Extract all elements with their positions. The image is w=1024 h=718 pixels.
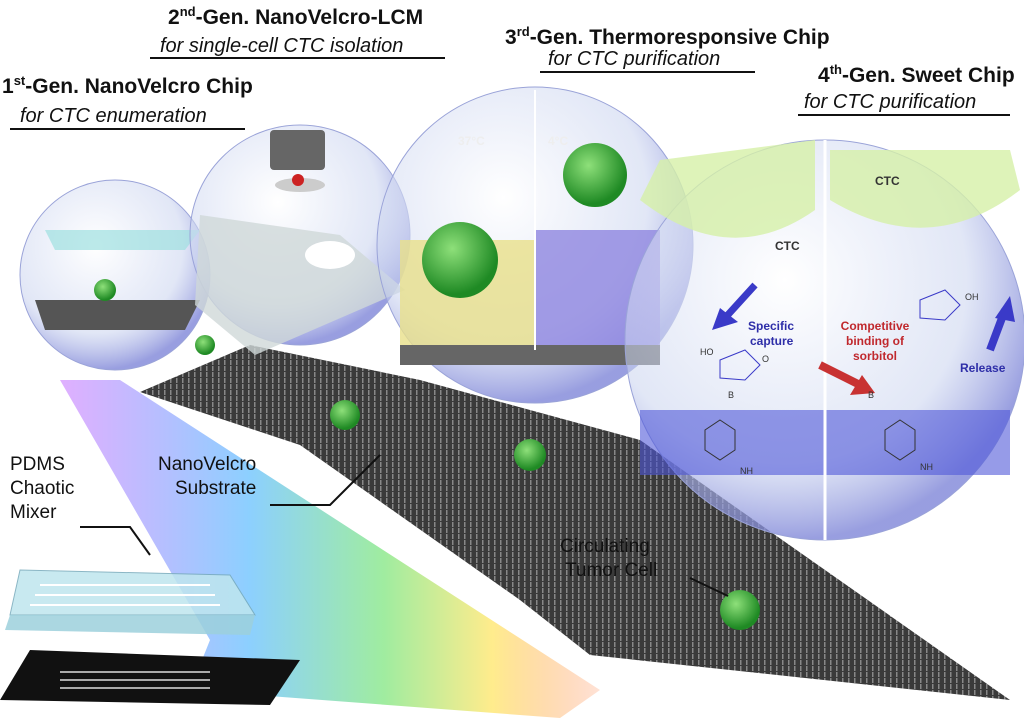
capture-arrow-icon <box>722 282 758 321</box>
svg-text:B: B <box>728 390 734 400</box>
competitive-arrow-icon <box>818 361 862 389</box>
gen2-heading: 2nd-Gen. NanoVelcro-LCM for single-cell … <box>150 4 445 59</box>
sugar-molecule-icon <box>704 289 961 461</box>
svg-text:4th-Gen. Sweet Chip: 4th-Gen. Sweet Chip <box>818 62 1015 87</box>
ctc-label-right: CTC <box>875 174 900 188</box>
release-label: Release <box>960 361 1006 375</box>
chip-serpentine-icon <box>60 671 210 689</box>
mixer-channels-icon <box>30 584 220 606</box>
svg-text:for CTC purification: for CTC purification <box>804 91 976 113</box>
tumor-cell <box>514 439 546 471</box>
svg-text:OH: OH <box>965 292 979 302</box>
rainbow-light <box>60 380 600 718</box>
svg-text:for single-cell CTC isolation: for single-cell CTC isolation <box>160 35 403 57</box>
release-arrowhead <box>995 296 1015 322</box>
chemical-structure-labels: HO O B NH OH B NH <box>700 292 979 476</box>
gen1-heading: 1st-Gen. NanoVelcro Chip for CTC enumera… <box>2 73 253 130</box>
svg-text:1st-Gen. NanoVelcro Chip: 1st-Gen. NanoVelcro Chip <box>2 73 253 98</box>
svg-text:HO: HO <box>700 347 714 357</box>
tumor-leader-line <box>689 577 729 597</box>
svg-text:3rd-Gen. Thermoresponsive Chip: 3rd-Gen. Thermoresponsive Chip <box>505 24 830 49</box>
temp-4c-label: 4°C <box>548 134 568 148</box>
mixer-leader-line <box>80 526 151 556</box>
svg-text:NH: NH <box>740 466 753 476</box>
gen3-heading: 3rd-Gen. Thermoresponsive Chip for CTC p… <box>505 24 830 73</box>
substrate-leader-line <box>270 454 381 506</box>
svg-text:NH: NH <box>920 462 933 472</box>
nanovelcro-substrate <box>140 345 1010 700</box>
tumor-cell <box>195 335 215 355</box>
gen4-heading: 4th-Gen. Sweet Chip for CTC purification <box>798 62 1015 116</box>
circulating-tumor-cell <box>720 590 760 630</box>
tumor-cell <box>330 400 360 430</box>
gen2-bubble <box>189 124 411 355</box>
temp-37c-label: 37°C <box>458 134 485 148</box>
pdms-chip-side <box>5 615 255 635</box>
svg-text:for CTC purification: for CTC purification <box>548 48 720 70</box>
svg-text:B: B <box>868 390 874 400</box>
ctc-label-left: CTC <box>775 239 800 253</box>
capture-arrowhead <box>712 308 738 330</box>
pdms-chaotic-mixer <box>9 569 256 616</box>
black-chip-plate <box>0 650 300 705</box>
gen3-bubble: 37°C 4°C <box>376 86 694 404</box>
competitive-arrowhead <box>850 375 875 395</box>
svg-text:for CTC enumeration: for CTC enumeration <box>20 105 207 127</box>
svg-text:2nd-Gen. NanoVelcro-LCM: 2nd-Gen. NanoVelcro-LCM <box>168 4 423 29</box>
svg-text:O: O <box>762 354 769 364</box>
gen1-bubble <box>19 179 211 371</box>
